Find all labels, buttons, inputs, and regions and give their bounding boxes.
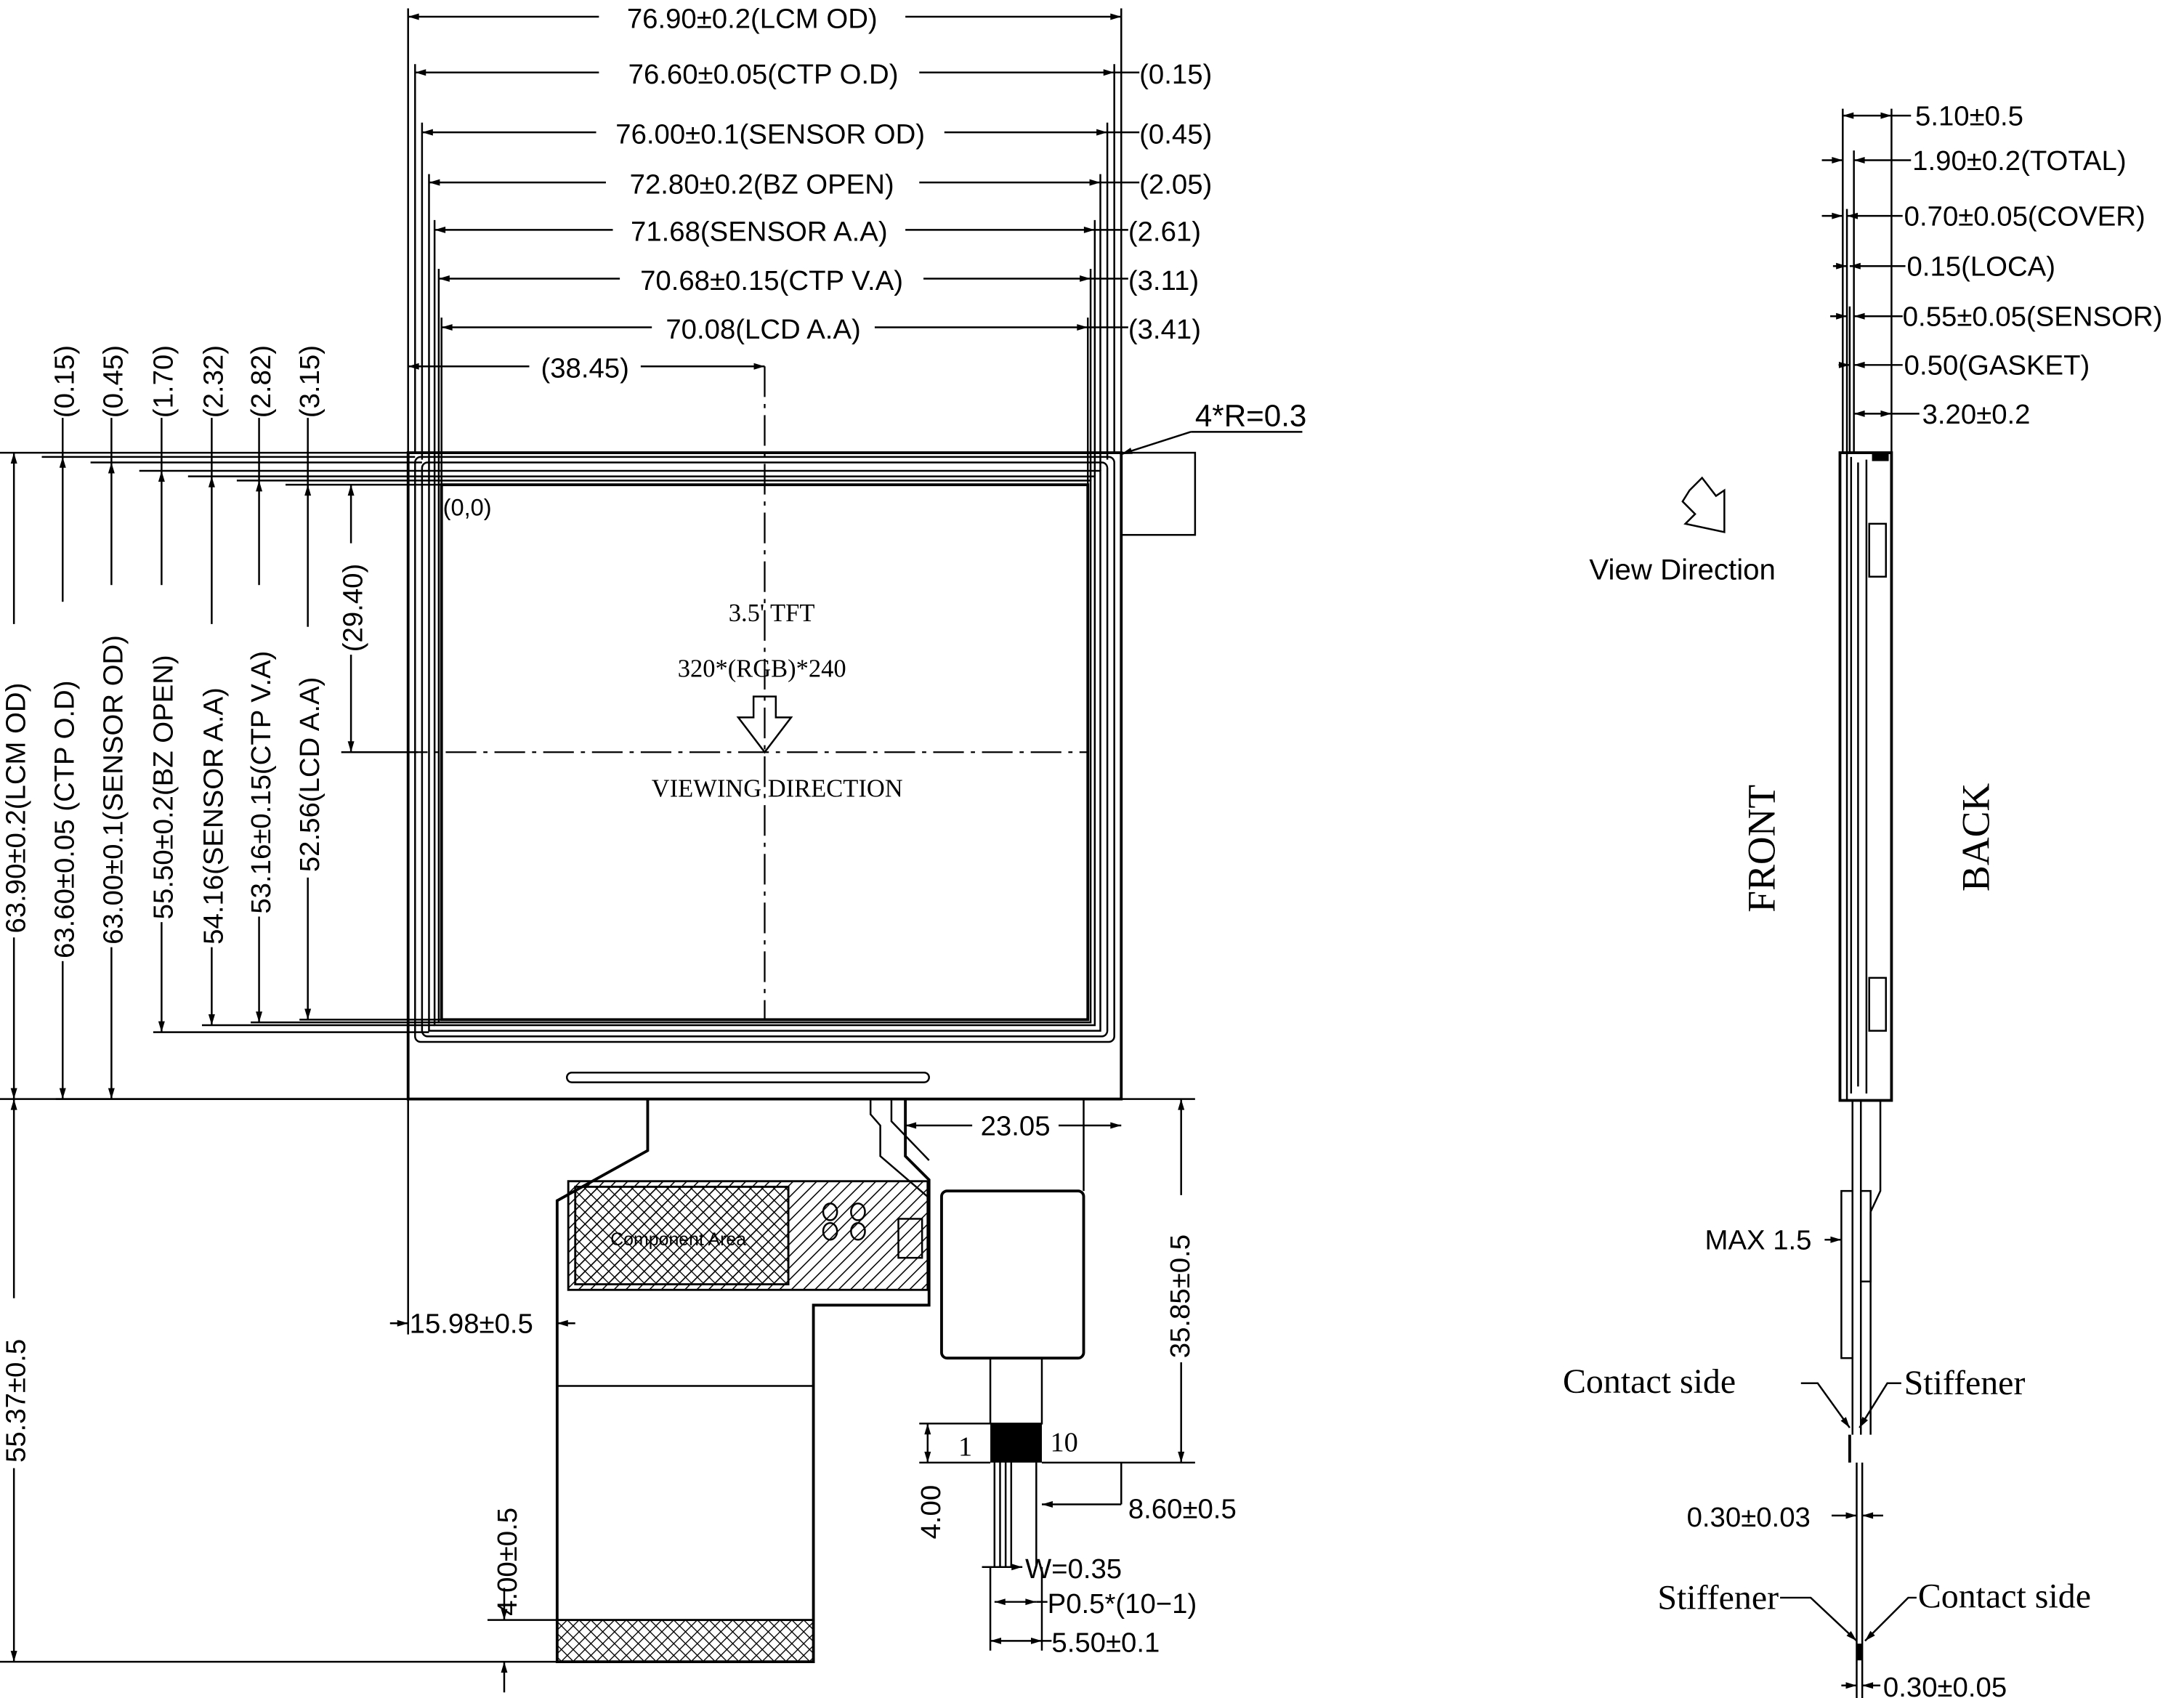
- dim-left-bz-open: 55.50±0.2(BZ OPEN): [148, 655, 179, 919]
- dim-23-05: 23.05: [981, 1110, 1051, 1141]
- dim-0-30-a: 0.30±0.03: [1687, 1502, 1811, 1533]
- pin-10-label: 10: [1050, 1428, 1077, 1458]
- dim-5-10: 5.10±0.5: [1915, 101, 2023, 132]
- view-direction-label: View Direction: [1589, 554, 1776, 586]
- dim-8-60: 8.60±0.5: [1128, 1494, 1237, 1525]
- dim-lcm-od: 76.90±0.2(LCM OD): [627, 3, 878, 34]
- stiffener-label-2: Stiffener: [1657, 1578, 1779, 1617]
- dim-15-98: 15.98±0.5: [410, 1309, 533, 1340]
- dim-left-ctp-va: 53.16±0.15(CTP V.A): [246, 651, 277, 914]
- pin-1-label: 1: [958, 1431, 972, 1462]
- dim-ctp-va-offset: (3.11): [1128, 265, 1199, 296]
- dim-bz-open-offset: (2.05): [1139, 169, 1212, 201]
- max-1-5-label: MAX 1.5: [1705, 1225, 1812, 1256]
- viewing-direction-arrow-icon: [736, 695, 793, 754]
- left-offset-0: (0.15): [49, 345, 81, 418]
- dim-sensor-od: 76.00±0.1(SENSOR OD): [615, 118, 925, 150]
- dim-sensor-aa-offset: (2.61): [1128, 217, 1201, 248]
- connector-pins: [990, 1423, 1042, 1463]
- origin-label: (0,0): [443, 493, 492, 520]
- dim-gasket: 0.50(GASKET): [1904, 350, 2090, 381]
- dim-3-20: 3.20±0.2: [1922, 399, 2031, 430]
- dim-left-sensor-aa: 54.16(SENSOR A.A): [198, 687, 230, 945]
- dim-lcd-aa: 70.08(LCD A.A): [666, 314, 860, 345]
- left-offset-5: (3.15): [294, 345, 325, 418]
- dim-4-00: 4.00: [915, 1485, 947, 1540]
- dim-total: 1.90±0.2(TOTAL): [1912, 145, 2126, 177]
- contact-side-label-1: Contact side: [1563, 1362, 1736, 1401]
- dim-center-y: (29.40): [337, 564, 368, 652]
- dim-sensor-od-offset: (0.45): [1139, 118, 1212, 150]
- dim-ctp-od: 76.60±0.05(CTP O.D): [628, 59, 899, 90]
- contact-side-label-2: Contact side: [1918, 1577, 2091, 1615]
- panel-resolution-label: 320*(RGB)*240: [678, 655, 846, 683]
- pin-width-label: W=0.35: [1025, 1553, 1122, 1585]
- view-direction-arrow-icon: [1681, 476, 1726, 533]
- back-label: BACK: [1954, 783, 1998, 892]
- side-view: 5.10±0.5 1.90±0.2(TOTAL) 0.70±0.05(COVER…: [1563, 101, 2162, 1698]
- panel-size-label: 3.5' TFT: [729, 599, 815, 627]
- dim-left-lcm-od: 63.90±0.2(LCM OD): [1, 683, 32, 934]
- left-offset-1: (0.45): [98, 345, 129, 418]
- dim-loca: 0.15(LOCA): [1906, 251, 2055, 283]
- dim-0-30-b: 0.30±0.05: [1883, 1672, 2007, 1698]
- dim-55-37: 55.37±0.5: [1, 1339, 32, 1463]
- dim-bz-open: 72.80±0.2(BZ OPEN): [630, 169, 894, 201]
- component-area-label: Component Area: [610, 1229, 746, 1250]
- stiffener-label-1: Stiffener: [1904, 1364, 2026, 1402]
- stiffener-hatch: [556, 1619, 815, 1663]
- front-view: 76.90±0.2(LCM OD) 76.60±0.05(CTP O.D) (0…: [0, 2, 1307, 1335]
- dim-cover: 0.70±0.05(COVER): [1904, 201, 2145, 233]
- left-offset-4: (2.82): [246, 345, 277, 418]
- dim-5-50: 5.50±0.1: [1051, 1628, 1160, 1659]
- dim-35-85: 35.85±0.5: [1165, 1234, 1196, 1358]
- left-offset-2: (1.70): [148, 345, 179, 418]
- front-label: FRONT: [1739, 785, 1783, 913]
- dim-sensor-aa: 71.68(SENSOR A.A): [631, 217, 888, 248]
- dim-ctp-od-offset: (0.15): [1139, 59, 1212, 90]
- dim-sensor: 0.55±0.05(SENSOR): [1903, 302, 2163, 333]
- dim-left-lcd-aa: 52.56(LCD A.A): [294, 677, 325, 872]
- component-area: [574, 1185, 790, 1286]
- dim-left-ctp-od: 63.60±0.05 (CTP O.D): [49, 681, 81, 958]
- left-offset-3: (2.32): [198, 345, 230, 418]
- dim-left-sensor-od: 63.00±0.1(SENSOR OD): [98, 635, 129, 945]
- corner-radius-label: 4*R=0.3: [1195, 399, 1307, 433]
- fpc: Component Area 1 10 23.05 35.85±0.5 15.9…: [0, 1098, 1237, 1693]
- dim-center-x: (38.45): [541, 353, 628, 384]
- viewing-direction-label: VIEWING DIRECTION: [652, 775, 903, 803]
- pin-pitch-label: P0.5*(10−1): [1048, 1588, 1197, 1620]
- dim-lcd-aa-offset: (3.41): [1128, 314, 1201, 345]
- dim-4-00-stiffener: 4.00±0.5: [492, 1508, 523, 1616]
- dim-ctp-va: 70.68±0.15(CTP V.A): [640, 265, 903, 296]
- left-offset-labels: (0.15) (0.45) (1.70) (2.32) (2.82) (3.15…: [49, 345, 325, 418]
